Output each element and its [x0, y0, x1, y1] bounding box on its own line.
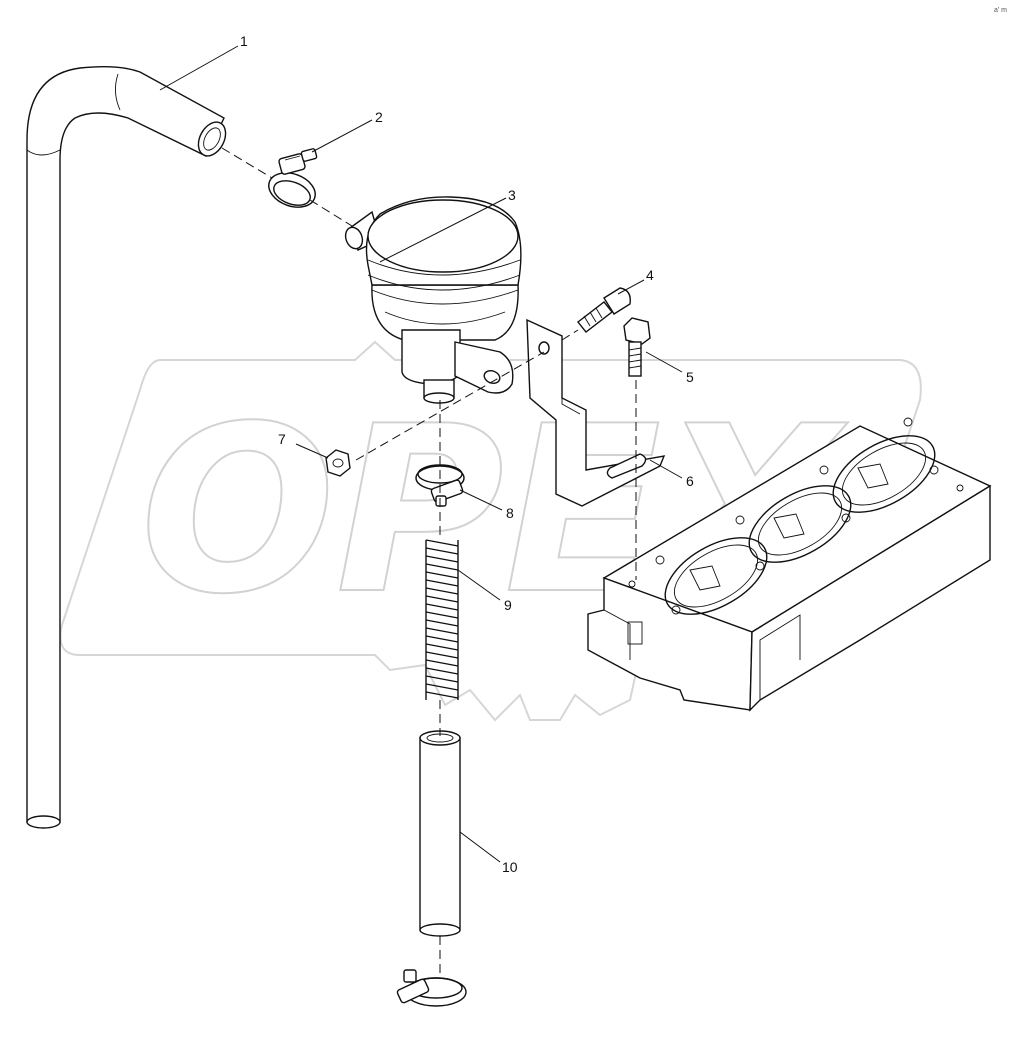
engine-block: [587, 417, 992, 712]
callout-4: 4: [646, 267, 654, 283]
watermark-gear: [59, 340, 922, 722]
callout-9: 9: [504, 597, 512, 613]
callout-5: 5: [686, 369, 694, 385]
part-4-bolt: [577, 287, 631, 333]
part-3-breather-separator: [344, 196, 522, 404]
part-7-nut: [325, 449, 351, 477]
callout-10: 10: [502, 859, 518, 875]
part-9-spring: [425, 539, 459, 700]
callout-6: 6: [686, 473, 694, 489]
callout-3: 3: [508, 187, 516, 203]
assembly-lines: [221, 147, 637, 978]
bottom-hose-clamp: [396, 969, 467, 1007]
part-2-hose-clamp: [268, 148, 318, 208]
part-10-tube: [419, 730, 461, 937]
corner-mark: a' m: [994, 7, 1007, 14]
part-6-bracket: [526, 318, 666, 507]
part-5-bolt: [623, 317, 651, 377]
leader-lines: [159, 45, 683, 863]
callout-2: 2: [375, 109, 383, 125]
callout-8: 8: [506, 505, 514, 521]
part-1-bent-hose: [26, 65, 227, 829]
callout-1: 1: [240, 33, 248, 49]
callout-7: 7: [278, 431, 286, 447]
callout-labels: 1 2 3 4 5 6 7 8 9 10: [240, 33, 694, 875]
